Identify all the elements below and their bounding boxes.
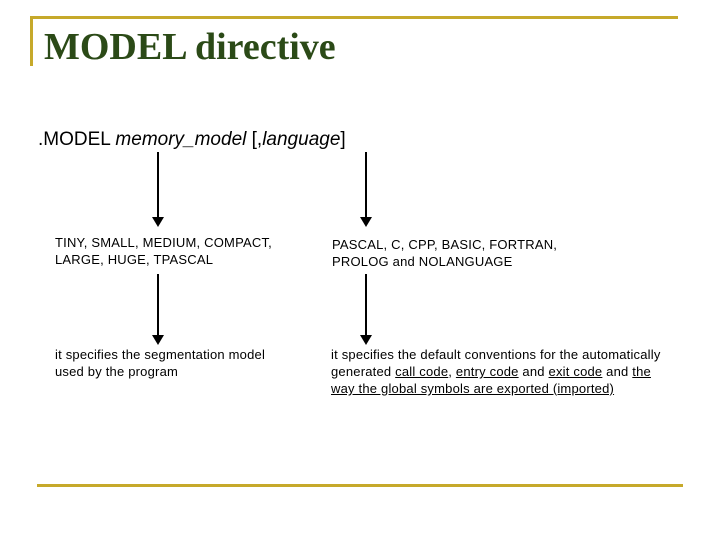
arrow-language-to-values: [360, 152, 372, 227]
syntax-language: language: [262, 129, 341, 150]
syntax-close: ]: [340, 129, 346, 150]
language-description-comma: ,: [448, 364, 456, 379]
model-syntax: .MODEL memory_model [,language]: [38, 130, 346, 149]
language-description-line2: generated call code, entry code and exit…: [331, 363, 661, 380]
language-description-and-2: and: [602, 364, 633, 379]
language-values: PASCAL, C, CPP, BASIC, FORTRAN, PROLOG a…: [332, 236, 557, 270]
arrow-memory-model-to-values: [152, 152, 164, 227]
top-border-line: [30, 16, 678, 19]
memory-model-description: it specifies the segmentation model used…: [55, 346, 265, 380]
memory-model-values: TINY, SMALL, MEDIUM, COMPACT, LARGE, HUG…: [55, 234, 272, 268]
language-description-entry-code: entry code: [455, 364, 519, 379]
syntax-prefix: .MODEL: [38, 129, 116, 150]
syntax-open: [,: [246, 129, 263, 150]
syntax-memory-model: memory_model: [115, 129, 247, 150]
language-values-prolog: PROLOG: [332, 254, 389, 269]
language-description-call-code: call code: [395, 364, 449, 379]
language-description-generated: generated: [331, 364, 396, 379]
left-border-line: [30, 16, 33, 66]
bottom-border-line: [37, 484, 683, 487]
language-values-line1: PASCAL, C, CPP, BASIC, FORTRAN,: [332, 237, 558, 252]
language-values-nolanguage: NOLANGUAGE: [418, 254, 513, 269]
slide-title: MODEL directive: [44, 26, 336, 68]
language-values-line2: PROLOG and NOLANGUAGE: [332, 253, 557, 270]
arrow-values-to-memory-description: [152, 274, 164, 345]
memory-model-description-line1: it specifies the segmentation model: [55, 347, 266, 362]
memory-model-description-line2: used by the program: [55, 364, 179, 379]
arrow-values-to-language-description: [360, 274, 372, 345]
memory-model-values-line1: TINY, SMALL, MEDIUM, COMPACT,: [55, 235, 272, 250]
language-description-and-1: and: [518, 364, 549, 379]
language-values-and: and: [388, 254, 419, 269]
language-description-line1: it specifies the default conventions for…: [331, 347, 661, 362]
language-description-the: the: [632, 364, 651, 379]
language-description-line3: way the global symbols are exported (imp…: [331, 381, 615, 396]
memory-model-values-line2: LARGE, HUGE, TPASCAL: [55, 252, 214, 267]
language-description: it specifies the default conventions for…: [331, 346, 661, 397]
language-description-exit-code: exit code: [548, 364, 603, 379]
